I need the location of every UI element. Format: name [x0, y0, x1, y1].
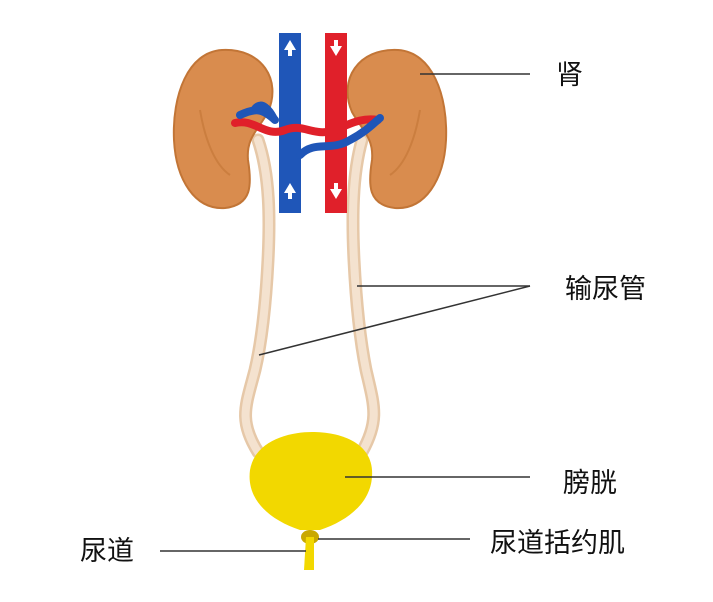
- arrow-down-icon: [330, 40, 342, 56]
- vena-cava: [279, 33, 301, 213]
- urethra-label: 尿道: [80, 536, 134, 567]
- kidney-label: 肾: [556, 60, 583, 91]
- left-kidney: [172, 48, 274, 210]
- arrow-up-icon: [284, 40, 296, 56]
- sphincter-label: 尿道括约肌: [490, 528, 625, 559]
- renal-artery: [231, 115, 382, 137]
- right-ureter-inner: [348, 136, 378, 456]
- arrow-up-icon: [284, 183, 296, 199]
- right-kidney-shade: [389, 109, 421, 176]
- renal-vein-left: [251, 101, 278, 122]
- left-kidney-shade: [199, 109, 231, 176]
- aorta: [325, 33, 347, 213]
- urethra: [304, 537, 314, 570]
- bladder: [249, 432, 373, 530]
- arrow-down-icon: [330, 183, 342, 199]
- ureter-leader-left: [258, 285, 531, 356]
- right-kidney: [346, 48, 448, 210]
- left-ureter-inner: [241, 136, 273, 456]
- ureter-label: 输尿管: [565, 274, 646, 305]
- bladder-label: 膀胱: [563, 468, 617, 499]
